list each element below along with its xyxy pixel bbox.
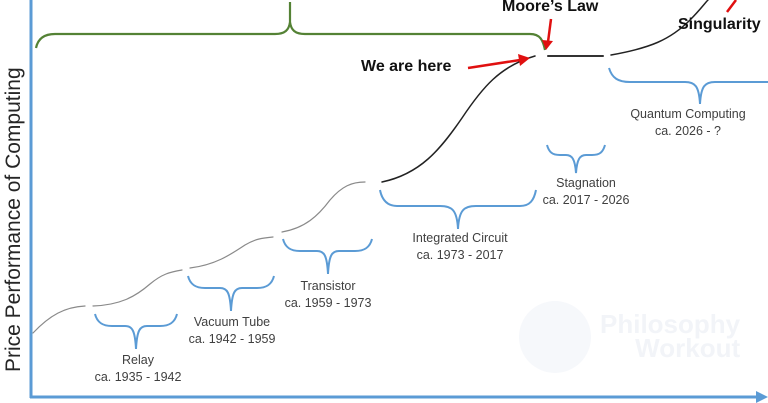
brace-stagnation (546, 144, 606, 174)
top-brace (34, 2, 547, 51)
curve-integrated-circuit (381, 55, 536, 183)
era-period: ca. 1973 - 2017 (416, 248, 504, 262)
era-name: Vacuum Tube (193, 315, 271, 329)
era-integrated-circuit: Integrated Circuit ca. 1973 - 2017 (412, 230, 507, 264)
watermark-logo-icon (519, 301, 591, 373)
era-period: ca. 1959 - 1973 (284, 296, 372, 310)
era-stagnation: Stagnation ca. 2017 - 2026 (543, 175, 630, 209)
y-axis-label: Price Performance of Computing (2, 67, 25, 372)
curve-vacuum-tube (92, 269, 183, 307)
era-relay: Relay ca. 1935 - 1942 (95, 352, 182, 386)
watermark-line2: Workout (635, 333, 741, 363)
callout-arrows (467, 0, 737, 70)
watermark: Philosophy Workout (600, 309, 741, 363)
era-vacuum-tube: Vacuum Tube ca. 1942 - 1959 (189, 314, 276, 348)
curve-relay (32, 305, 86, 334)
curve-transistor-late (281, 181, 366, 233)
moores-law-arrow (546, 18, 553, 43)
brace-transistor (282, 238, 373, 275)
we-are-here-arrowhead-icon (518, 54, 530, 66)
era-name: Stagnation (556, 176, 616, 190)
we-are-here-arrow (467, 58, 521, 70)
brace-integrated-circuit (379, 189, 537, 230)
brace-relay (94, 313, 178, 350)
singularity-arrow (726, 0, 737, 13)
singularity-label: Singularity (678, 16, 761, 33)
brace-quantum (608, 67, 768, 105)
era-braces (94, 67, 768, 350)
era-name: Quantum Computing (630, 107, 746, 121)
era-period: ca. 2017 - 2026 (542, 193, 630, 207)
era-period: ca. 1942 - 1959 (188, 332, 276, 346)
axes (29, 0, 768, 403)
x-axis-arrowhead-icon (756, 391, 768, 403)
price-performance-curve (32, 0, 709, 334)
era-period: ca. 1935 - 1942 (94, 370, 182, 384)
moores-law-arrowhead-icon (542, 40, 553, 50)
brace-vacuum-tube (187, 275, 275, 312)
moores-law-label: Moore’s Law (502, 0, 599, 15)
era-name: Transistor (300, 279, 356, 293)
era-transistor: Transistor ca. 1959 - 1973 (285, 278, 372, 312)
we-are-here-label: We are here (361, 58, 452, 75)
era-name: Integrated Circuit (412, 231, 508, 245)
era-period: ca. 2026 - ? (654, 124, 721, 138)
era-name: Relay (122, 353, 154, 367)
watermark-line1: Philosophy (600, 309, 741, 339)
era-quantum-computing: Quantum Computing ca. 2026 - ? (630, 106, 745, 140)
curve-transistor (189, 236, 274, 269)
curve-quantum (610, 0, 709, 56)
